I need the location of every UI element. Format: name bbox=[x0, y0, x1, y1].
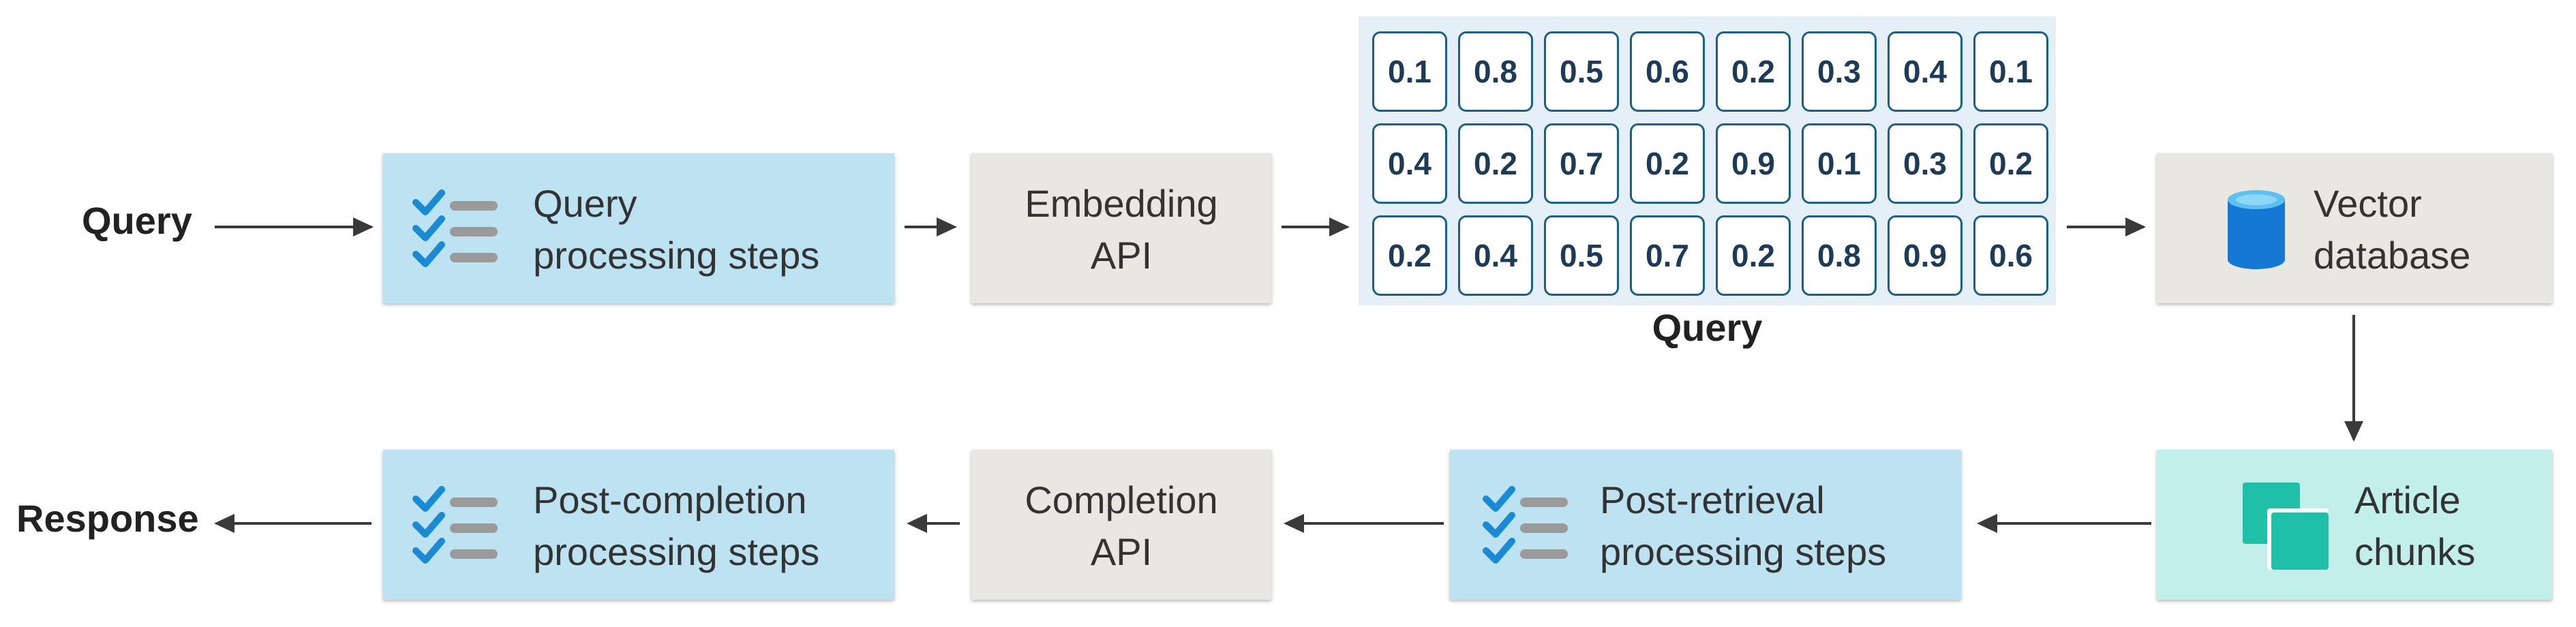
vector-database-box: Vector database bbox=[2157, 153, 2552, 303]
query-vector-grid: 0.1 0.8 0.5 0.6 0.2 0.3 0.4 0.1 0.4 0.2 … bbox=[1359, 16, 2056, 305]
embedding-api-line2: API bbox=[1090, 234, 1153, 277]
vector-cell: 0.3 bbox=[1802, 31, 1877, 112]
output-response-label: Response bbox=[16, 497, 199, 540]
vector-database-line1: Vector bbox=[2314, 182, 2422, 225]
post-completion-line2: processing steps bbox=[533, 530, 820, 573]
database-icon bbox=[2228, 190, 2285, 269]
checklist-icon bbox=[412, 189, 498, 267]
vector-cell: 0.2 bbox=[1716, 215, 1791, 296]
vector-cell: 0.3 bbox=[1888, 123, 1963, 204]
query-processing-line2: processing steps bbox=[533, 234, 820, 277]
vector-cell: 0.8 bbox=[1458, 31, 1533, 112]
vector-cell: 0.1 bbox=[1372, 31, 1447, 112]
article-chunks-line2: chunks bbox=[2354, 530, 2476, 573]
vector-cell: 0.4 bbox=[1458, 215, 1533, 296]
vector-cell: 0.2 bbox=[1458, 123, 1533, 204]
article-chunks-line1: Article bbox=[2354, 478, 2461, 521]
vector-cell: 0.8 bbox=[1802, 215, 1877, 296]
post-retrieval-box: Post-retrieval processing steps bbox=[1450, 450, 1961, 600]
vector-cell: 0.7 bbox=[1544, 123, 1619, 204]
vector-database-line2: database bbox=[2314, 234, 2471, 277]
vector-cell: 0.4 bbox=[1888, 31, 1963, 112]
vector-cell: 0.2 bbox=[1630, 123, 1705, 204]
vector-cell: 0.1 bbox=[1802, 123, 1877, 204]
query-processing-box: Query processing steps bbox=[383, 153, 894, 303]
article-chunks-box: Article chunks bbox=[2157, 450, 2552, 600]
vector-cell: 0.5 bbox=[1544, 215, 1619, 296]
vector-cell: 0.5 bbox=[1544, 31, 1619, 112]
completion-api-box: Completion API bbox=[971, 450, 1271, 600]
vector-cell: 0.4 bbox=[1372, 123, 1447, 204]
vector-cell: 0.9 bbox=[1888, 215, 1963, 296]
documents-icon bbox=[2243, 483, 2329, 570]
input-query-label: Query bbox=[82, 199, 192, 242]
checklist-icon bbox=[412, 486, 498, 564]
vector-query-label: Query bbox=[1652, 306, 1763, 349]
vector-cell: 0.9 bbox=[1716, 123, 1791, 204]
post-completion-box: Post-completion processing steps bbox=[383, 450, 894, 600]
post-retrieval-line2: processing steps bbox=[1600, 530, 1887, 573]
embedding-api-box: Embedding API bbox=[971, 153, 1271, 303]
post-completion-line1: Post-completion bbox=[533, 478, 807, 521]
vector-cell: 0.2 bbox=[1973, 123, 2048, 204]
post-retrieval-line1: Post-retrieval bbox=[1600, 478, 1825, 521]
vector-cell: 0.6 bbox=[1630, 31, 1705, 112]
vector-cell: 0.1 bbox=[1973, 31, 2048, 112]
vector-cell: 0.2 bbox=[1372, 215, 1447, 296]
embedding-api-line1: Embedding bbox=[1025, 182, 1218, 225]
vector-cell: 0.6 bbox=[1973, 215, 2048, 296]
completion-api-line1: Completion bbox=[1025, 478, 1218, 521]
completion-api-line2: API bbox=[1090, 530, 1153, 573]
query-processing-line1: Query bbox=[533, 182, 637, 225]
vector-cell: 0.2 bbox=[1716, 31, 1791, 112]
vector-cell: 0.7 bbox=[1630, 215, 1705, 296]
checklist-icon bbox=[1483, 486, 1568, 564]
